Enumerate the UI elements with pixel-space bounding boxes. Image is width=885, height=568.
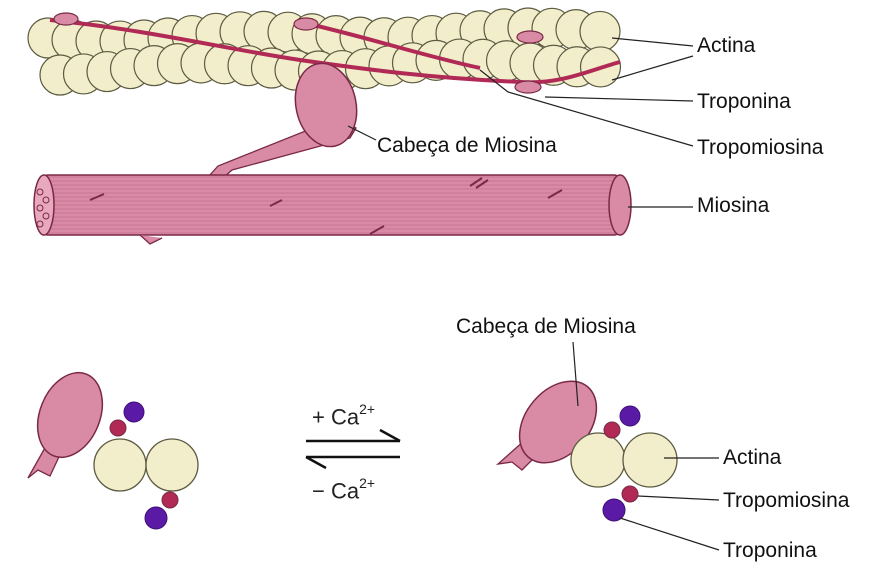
tropomyosin-dot	[110, 420, 126, 436]
label-troponina-bottom: Troponina	[723, 540, 817, 561]
label-tropomiosina-top: Tropomiosina	[697, 137, 823, 158]
label-plus-calcium: + Ca2+	[312, 404, 375, 428]
troponin-blob	[517, 31, 543, 43]
label-minus-calcium: − Ca2+	[312, 478, 375, 502]
label-actina-top: Actina	[697, 35, 755, 56]
troponin-dot	[603, 499, 625, 521]
myosin-filament	[34, 175, 631, 244]
troponin-blob	[294, 18, 318, 30]
troponin-blob	[515, 81, 541, 93]
tropomyosin-dot	[622, 486, 638, 502]
tropomyosin-dot	[162, 492, 178, 508]
actin-bead	[580, 11, 620, 51]
equilibrium-arrows	[306, 430, 400, 468]
troponin-blob	[54, 13, 78, 25]
label-troponina-top: Troponina	[697, 91, 791, 112]
relaxed-state	[26, 363, 198, 529]
troponin-dot	[620, 406, 640, 426]
label-actina-bottom: Actina	[723, 447, 781, 468]
label-tropomiosina-bottom: Tropomiosina	[723, 490, 849, 511]
label-miosina-top: Miosina	[697, 195, 769, 216]
label-cabeca-miosina-top: Cabeça de Miosina	[377, 135, 557, 156]
bound-state	[498, 366, 677, 521]
troponin-dot	[124, 402, 144, 422]
troponin-dot	[145, 507, 167, 529]
tropomyosin-dot	[604, 422, 620, 438]
label-cabeca-miosina-bottom: Cabeça de Miosina	[456, 316, 636, 337]
